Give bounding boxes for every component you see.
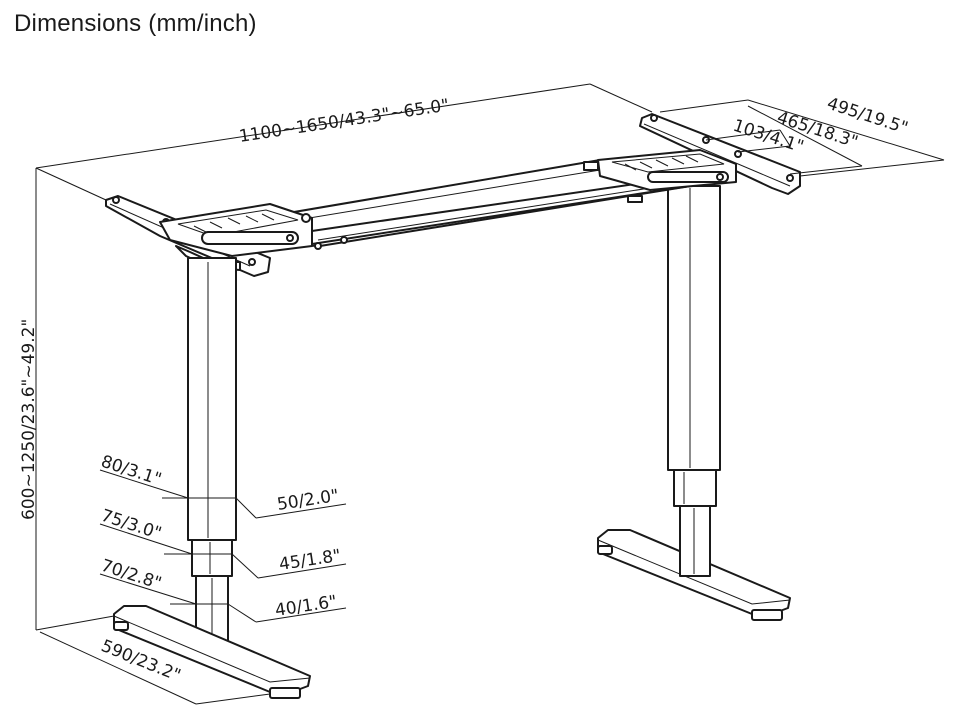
tube-inner-side-label: 40/1.6" xyxy=(274,592,339,621)
depth-inner-line xyxy=(747,105,863,167)
height-label: 600~1250/23.6"~49.2" xyxy=(19,319,39,520)
page-title: Dimensions (mm/inch) xyxy=(14,10,257,37)
depth-outer-line xyxy=(747,99,945,161)
tube-middle-side-label: 45/1.8" xyxy=(278,546,343,575)
tube-outer-label: 80/3.1" xyxy=(98,452,163,490)
right-leg xyxy=(597,185,791,621)
left-leg xyxy=(113,257,311,699)
top-frame xyxy=(105,113,801,277)
width-dimension-line xyxy=(35,83,591,169)
foot-length-line xyxy=(39,631,197,705)
tube-inner-label: 70/2.8" xyxy=(98,556,163,594)
bracket-width-line xyxy=(779,129,791,147)
width-label: 1100~1650/43.3"~65.0" xyxy=(238,95,451,146)
tube-middle-label: 75/3.0" xyxy=(98,506,163,544)
tube-outer-side-label: 50/2.0" xyxy=(276,486,341,515)
